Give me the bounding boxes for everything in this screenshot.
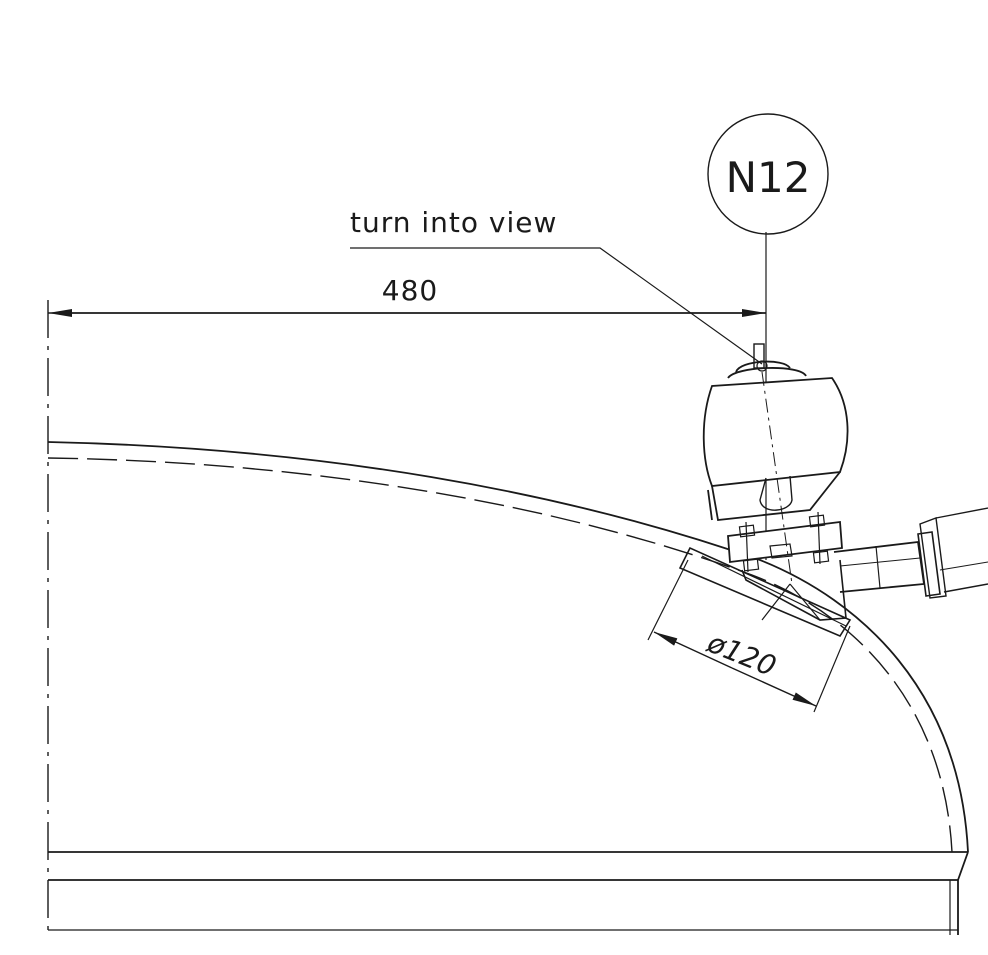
dim-120-ext-right bbox=[813, 625, 851, 713]
dim-120-ext-left bbox=[647, 559, 689, 641]
nozzle-tag-bubble bbox=[707, 113, 829, 235]
dimension-480-label: 480 bbox=[382, 274, 438, 307]
diameter-120-label: ø120 bbox=[702, 626, 781, 683]
head-outer-contour bbox=[47, 441, 969, 853]
callout-label: turn into view bbox=[350, 206, 557, 239]
nozzle-pad bbox=[678, 546, 852, 638]
diaphragm-valve bbox=[702, 343, 849, 621]
dim-120-line-a bbox=[653, 631, 733, 669]
outlet-pipe bbox=[833, 507, 988, 599]
head-inner-contour bbox=[47, 457, 953, 853]
shell-edge-right bbox=[957, 851, 969, 881]
callout-leader bbox=[350, 247, 763, 365]
nozzle-tag-label: N12 bbox=[726, 153, 811, 202]
dim-120-line-b bbox=[731, 667, 817, 707]
